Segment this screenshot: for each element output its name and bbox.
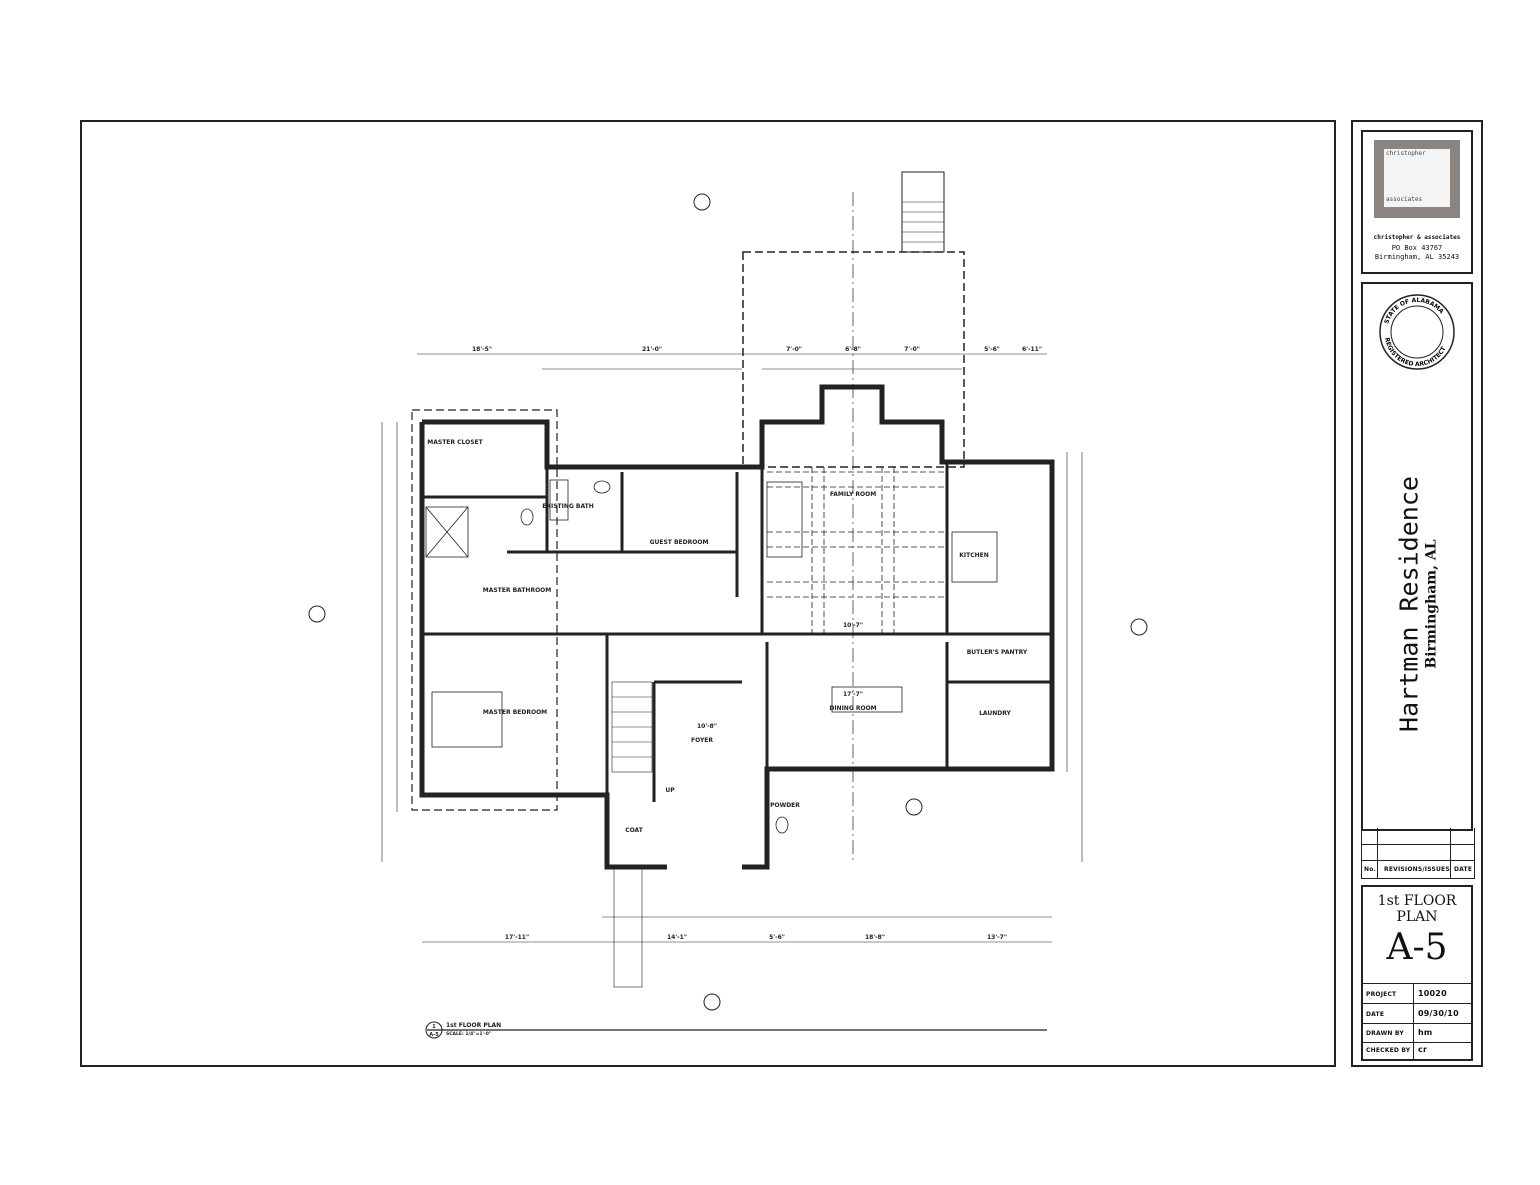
room-label-master-bedroom: MASTER BEDROOM	[483, 709, 547, 716]
room-label-dining-room: DINING ROOM	[829, 705, 876, 712]
dim-bottom-1: 17'-11"	[505, 934, 529, 941]
info-value-drawn-by: hm	[1418, 1028, 1433, 1037]
sheet-title-panel: 1st FLOOR PLAN A-5 PROJECT 10020 DATE 09…	[1361, 885, 1473, 1061]
firm-address-1: PO Box 43767	[1391, 244, 1443, 252]
info-label-date: DATE	[1366, 1011, 1385, 1018]
info-label-drawn-by: DRAWN BY	[1366, 1030, 1404, 1037]
title-block: christopher associates christopher & ass…	[1351, 120, 1483, 1067]
info-label-project: PROJECT	[1366, 991, 1397, 998]
dim-foyer-width: 10'-8"	[697, 723, 717, 730]
sheet-title-line2: PLAN	[1396, 909, 1438, 925]
room-label-coat: COAT	[625, 827, 644, 834]
dim-bottom-3: 5'-6"	[769, 934, 785, 941]
info-label-checked-by: CHECKED BY	[1366, 1047, 1411, 1054]
info-value-project: 10020	[1418, 989, 1447, 998]
room-label-powder: POWDER	[770, 802, 800, 809]
drawing-sheet-border: MASTER CLOSET EXISTING BATH GUEST BEDROO…	[80, 120, 1336, 1067]
svg-text:STATE OF ALABAMA: STATE OF ALABAMA	[1383, 297, 1445, 325]
dim-top-6: 5'-6"	[984, 346, 1000, 353]
caption-ref-top: 1	[432, 1024, 436, 1030]
project-title: Hartman Residence	[1394, 476, 1424, 732]
dim-top-7: 6'-11"	[1022, 346, 1042, 353]
room-label-kitchen: KITCHEN	[959, 552, 989, 559]
dim-top-1: 18'-5"	[472, 346, 492, 353]
room-label-master-bathroom: MASTER BATHROOM	[483, 587, 552, 594]
room-label-guest-bedroom: GUEST BEDROOM	[650, 539, 709, 546]
firm-logo-panel: christopher associates christopher & ass…	[1361, 130, 1473, 274]
sheet-number: A-5	[1386, 927, 1448, 968]
dim-top-3: 7'-0"	[786, 346, 802, 353]
info-value-date: 09/30/10	[1418, 1009, 1459, 1018]
dim-bottom-2: 14'-1"	[667, 934, 687, 941]
revisions-table: No. REVISIONS/ISSUES DATE	[1361, 828, 1475, 879]
dim-family-width: 10'-7"	[843, 622, 863, 629]
room-label-master-closet: MASTER CLOSET	[427, 439, 483, 446]
dim-top-4: 6'-8"	[845, 346, 861, 353]
plan-caption-title: 1st FLOOR PLAN	[446, 1022, 501, 1029]
room-label-butlers-pantry: BUTLER'S PANTRY	[967, 649, 1028, 656]
plan-caption-scale: SCALE: 1/4"=1'-0"	[446, 1031, 491, 1037]
caption-ref-bottom: A-5	[429, 1032, 439, 1038]
project-panel: STATE OF ALABAMA REGISTERED ARCHITECT Ha…	[1361, 282, 1473, 831]
exterior-wall-west	[419, 422, 667, 870]
dim-bottom-5: 13'-7"	[987, 934, 1007, 941]
room-label-family-room: FAMILY ROOM	[830, 491, 876, 498]
room-label-existing-bath: EXISTING BATH	[542, 503, 594, 510]
room-label-foyer: FOYER	[691, 737, 713, 744]
dim-bottom-4: 18'-8"	[865, 934, 885, 941]
dim-top-5: 7'-0"	[904, 346, 920, 353]
firm-address-2: Birmingham, AL 35243	[1374, 253, 1460, 261]
dim-top-2: 21'-0"	[642, 346, 662, 353]
room-label-laundry: LAUNDRY	[979, 710, 1011, 717]
room-label-up: UP	[665, 787, 675, 794]
architect-seal: STATE OF ALABAMA REGISTERED ARCHITECT	[1379, 294, 1455, 370]
exterior-wall	[422, 384, 1055, 870]
info-value-checked-by: cr	[1418, 1045, 1428, 1054]
covered-porch-outline	[742, 251, 965, 468]
sheet-title-line1: 1st FLOOR	[1377, 893, 1457, 909]
dim-dining-width: 17'-7"	[843, 691, 863, 698]
firm-logo: christopher associates	[1374, 140, 1460, 218]
floor-plan-drawing: MASTER CLOSET EXISTING BATH GUEST BEDROO…	[308, 171, 1148, 1039]
project-location: Birmingham, AL	[1423, 539, 1440, 669]
firm-name: christopher & associates	[1373, 234, 1461, 241]
